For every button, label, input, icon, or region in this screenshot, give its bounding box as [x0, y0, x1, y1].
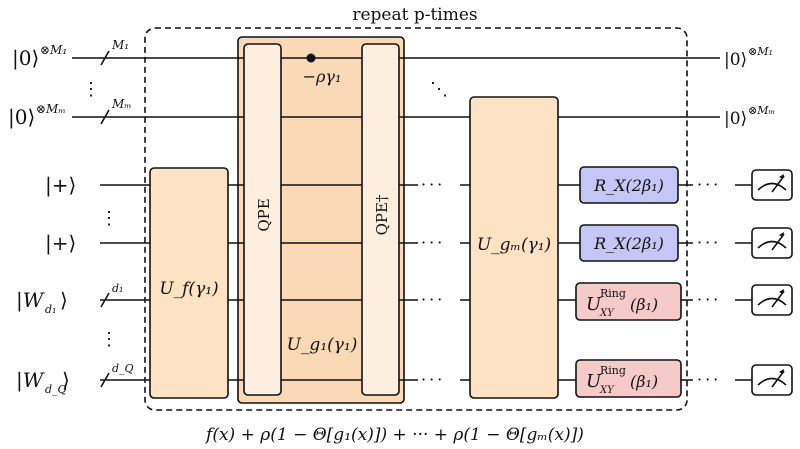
uxy-main: U: [586, 294, 602, 315]
output-ket: |0⟩: [724, 109, 747, 129]
input-ket: |W: [16, 288, 45, 313]
measurement-meter-icon: [751, 227, 793, 259]
repeat-label: repeat p-times: [352, 5, 477, 25]
bundle-label: d_Q: [112, 362, 134, 375]
hdots: ···: [697, 370, 721, 389]
input-ket-sub: d₁: [45, 303, 56, 316]
input-ket: |+⟩: [45, 231, 76, 256]
uxy-sub: XY: [599, 308, 615, 319]
hdots: ···: [421, 370, 445, 389]
repeat-block-boundary: [144, 27, 688, 411]
input-ket-sup: ⊗Mₘ: [36, 102, 66, 116]
uxy-arg: (β₁): [630, 295, 658, 314]
ugm-gate-label: U_gₘ(γ₁): [477, 235, 551, 255]
rx-gate: [579, 166, 679, 204]
output-ket-sup: ⊗M₁: [748, 45, 773, 58]
bundle-label: M₁: [111, 38, 129, 52]
bundle-label: Mₘ: [111, 97, 132, 111]
bundle-slash: [100, 292, 110, 308]
vdots: ⋮: [100, 329, 118, 350]
uf-gate-label: U_f(γ₁): [159, 279, 218, 299]
measurement-meter-icon: [751, 284, 793, 316]
vdots: ⋮: [100, 208, 118, 229]
cost-function-formula: f(x) + ρ(1 − Θ[g₁(x)]) + ··· + ρ(1 − Θ[g…: [204, 425, 584, 445]
uxy-main: U: [586, 371, 602, 392]
diagonal-dots: ⋱: [430, 79, 448, 100]
hdots: ···: [697, 175, 721, 194]
input-ket: |0⟩: [8, 105, 35, 130]
uxy-sup: Ring: [600, 287, 626, 300]
hdots: ···: [421, 233, 445, 252]
rx-gate-label: R_X(2β₁): [593, 176, 664, 195]
measurements: [751, 169, 793, 396]
uxy-sup: Ring: [600, 364, 626, 377]
hdots: ···: [697, 233, 721, 252]
rx-gate: [579, 224, 679, 262]
measurement-meter-icon: [751, 364, 793, 396]
vdots: ⋮: [82, 79, 100, 100]
input-ket: |0⟩: [12, 46, 39, 71]
hdots: ···: [697, 290, 721, 309]
input-ket-sub: d_Q: [45, 383, 67, 396]
input-ket-sup: ⊗M₁: [40, 43, 67, 57]
bundle-slash: [100, 109, 110, 125]
control-phase-label: −ργ₁: [303, 67, 342, 86]
uxy-gate: U Ring XY (β₁): [575, 282, 682, 321]
control-dot: [306, 53, 316, 63]
input-ket: |+⟩: [45, 173, 76, 198]
qpe-gate-label: QPE: [255, 198, 273, 231]
rx-gate-label: R_X(2β₁): [593, 234, 664, 253]
bundle-label: d₁: [112, 282, 123, 295]
output-ket: |0⟩: [724, 50, 747, 70]
uxy-sub: XY: [599, 385, 615, 396]
qpe-dagger-gate: [361, 43, 400, 396]
ugm-gate: [469, 96, 559, 399]
input-labels: |0⟩ ⊗M₁ |0⟩ ⊗Mₘ ⋮ |+⟩ ⋮ |+⟩ |W d₁ ⟩ ⋮ |W…: [8, 43, 118, 396]
input-ket-close: ⟩: [62, 368, 70, 392]
input-ket-close: ⟩: [60, 288, 68, 312]
hdots: ···: [421, 175, 445, 194]
bundle-slash: [100, 372, 110, 388]
output-ket-sup: ⊗Mₘ: [748, 104, 775, 117]
uxy-arg: (β₁): [630, 372, 658, 391]
ug1-label: U_g₁(γ₁): [287, 335, 358, 355]
uf-gate: [149, 167, 229, 399]
bundle-slash: [100, 50, 110, 66]
qpe-dagger-gate-label: QPE†: [373, 194, 391, 235]
qpe-gate: [243, 43, 282, 396]
hdots: ···: [421, 290, 445, 309]
uxy-gate: U Ring XY (β₁): [575, 359, 682, 398]
measurement-meter-icon: [751, 169, 793, 201]
input-ket: |W: [16, 368, 45, 393]
